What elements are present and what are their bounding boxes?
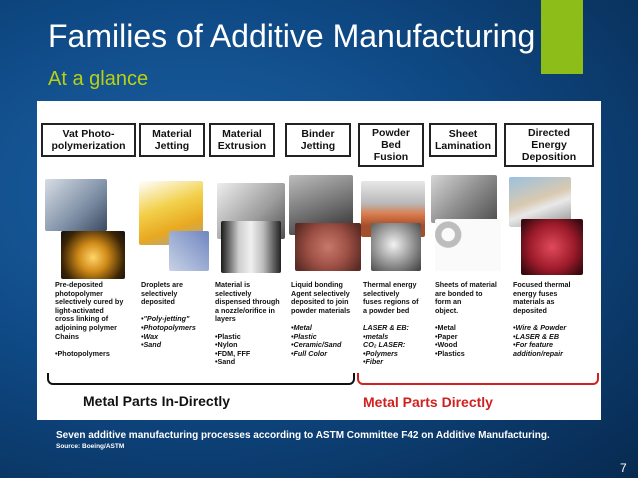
- material-jetting-part-photo: [169, 231, 209, 271]
- desc-line: are bonded to: [435, 288, 483, 298]
- desc-line: deposited to join: [291, 297, 349, 307]
- vat-photopolymer-part-photo: [61, 231, 125, 279]
- desc-line: dispensed through: [215, 297, 280, 307]
- header-label: Vat Photo-polymerization: [51, 128, 126, 152]
- indirect-bracket: [47, 373, 355, 385]
- powder-bed-fusion-part-photo: [371, 223, 421, 271]
- binder-jetting-part-photo: [295, 223, 361, 271]
- desc-line: selectively: [215, 288, 252, 298]
- desc-line: •Polymers: [363, 348, 398, 358]
- sheet-lamination-part-photo: [435, 219, 501, 271]
- directed-energy-part-photo: [521, 219, 583, 275]
- desc-line: fuses regions of: [363, 297, 419, 307]
- desc-line: Agent selectively: [291, 288, 350, 298]
- desc-line: Chains: [55, 331, 79, 341]
- desc-line: •Nylon: [215, 340, 238, 350]
- desc-line: adjoining polymer: [55, 322, 117, 332]
- desc-line: deposited: [513, 305, 547, 315]
- indirect-group-label: Metal Parts In-Directly: [83, 393, 231, 409]
- desc-line: Focused thermal: [513, 280, 571, 289]
- desc-line: addition/repair: [513, 348, 563, 358]
- desc-line: LASER & EB:: [363, 322, 409, 332]
- desc-line: energy fuses: [513, 288, 558, 298]
- desc-line: layers: [215, 314, 236, 324]
- desc-line: •Wood: [435, 340, 458, 350]
- desc-line: form an: [435, 297, 462, 307]
- desc-line: •Metal: [291, 322, 312, 332]
- desc-line: Droplets are: [141, 280, 183, 289]
- desc-line: Sheets of material: [435, 280, 497, 289]
- desc-line: object.: [435, 305, 459, 315]
- desc-line: selectively: [141, 288, 178, 298]
- header-vat-photopolymerization: Vat Photo-polymerization: [41, 123, 136, 157]
- direct-bracket: [357, 373, 599, 385]
- slide-subtitle: At a glance: [48, 68, 149, 90]
- accent-block: [541, 0, 583, 74]
- desc-line: •Wire & Powder: [513, 322, 567, 332]
- desc-line: Thermal energy: [363, 280, 417, 289]
- slide-caption: Seven additive manufacturing processes a…: [56, 430, 550, 441]
- slide-title: Families of Additive Manufacturing: [48, 18, 536, 54]
- sheet-lamination-photo: [431, 175, 497, 223]
- desc-line: •Ceramic/Sand: [291, 340, 342, 350]
- direct-group-label: Metal Parts Directly: [363, 394, 493, 410]
- desc-line: CO₂ LASER:: [363, 340, 406, 350]
- desc-line: deposited: [141, 297, 175, 307]
- desc-line: Material is: [215, 280, 251, 289]
- directed-energy-photo: [509, 177, 571, 227]
- desc-line: •For feature: [513, 340, 554, 350]
- desc-line: •FDM, FFF: [215, 348, 251, 358]
- desc-line: •Photopolymers: [55, 348, 110, 358]
- desc-line: •Full Color: [291, 348, 328, 358]
- desc-line: photopolymer: [55, 288, 103, 298]
- desc-line: light-activated: [55, 305, 104, 315]
- desc-line: •Plastic: [291, 331, 317, 341]
- desc-line: •Plastics: [435, 348, 465, 358]
- desc-line: materials as: [513, 297, 555, 307]
- desc-line: •Sand: [215, 357, 236, 367]
- desc-line: •Plastic: [215, 331, 241, 341]
- desc-line: •Fiber: [363, 357, 384, 367]
- page-number: 7: [620, 461, 627, 475]
- desc-line: powder materials: [291, 305, 351, 315]
- desc-line: cross linking of: [55, 314, 109, 324]
- desc-line: a powder bed: [363, 305, 410, 315]
- desc-line: •Paper: [435, 331, 458, 341]
- desc-line: •metals: [363, 331, 389, 341]
- desc-line: selectively: [363, 288, 400, 298]
- desc-line: •Metal: [435, 322, 456, 332]
- desc-line: selectively cured by: [55, 297, 124, 307]
- desc-line: •Photopolymers: [141, 322, 196, 332]
- desc-line: Pre-deposited: [55, 280, 103, 289]
- desc-line: Liquid bonding: [291, 280, 343, 289]
- source-note: Source: Boeing/ASTM: [56, 443, 125, 450]
- desc-line: a nozzle/orifice in: [215, 305, 275, 315]
- vat-photopolymer-photo: [45, 179, 107, 231]
- desc-line: •Sand: [141, 340, 162, 350]
- material-extrusion-part-photo: [221, 221, 281, 273]
- desc-line: •"Poly-jetting": [141, 314, 190, 324]
- desc-line: •LASER & EB: [513, 331, 560, 341]
- desc-line: •Wax: [141, 331, 159, 341]
